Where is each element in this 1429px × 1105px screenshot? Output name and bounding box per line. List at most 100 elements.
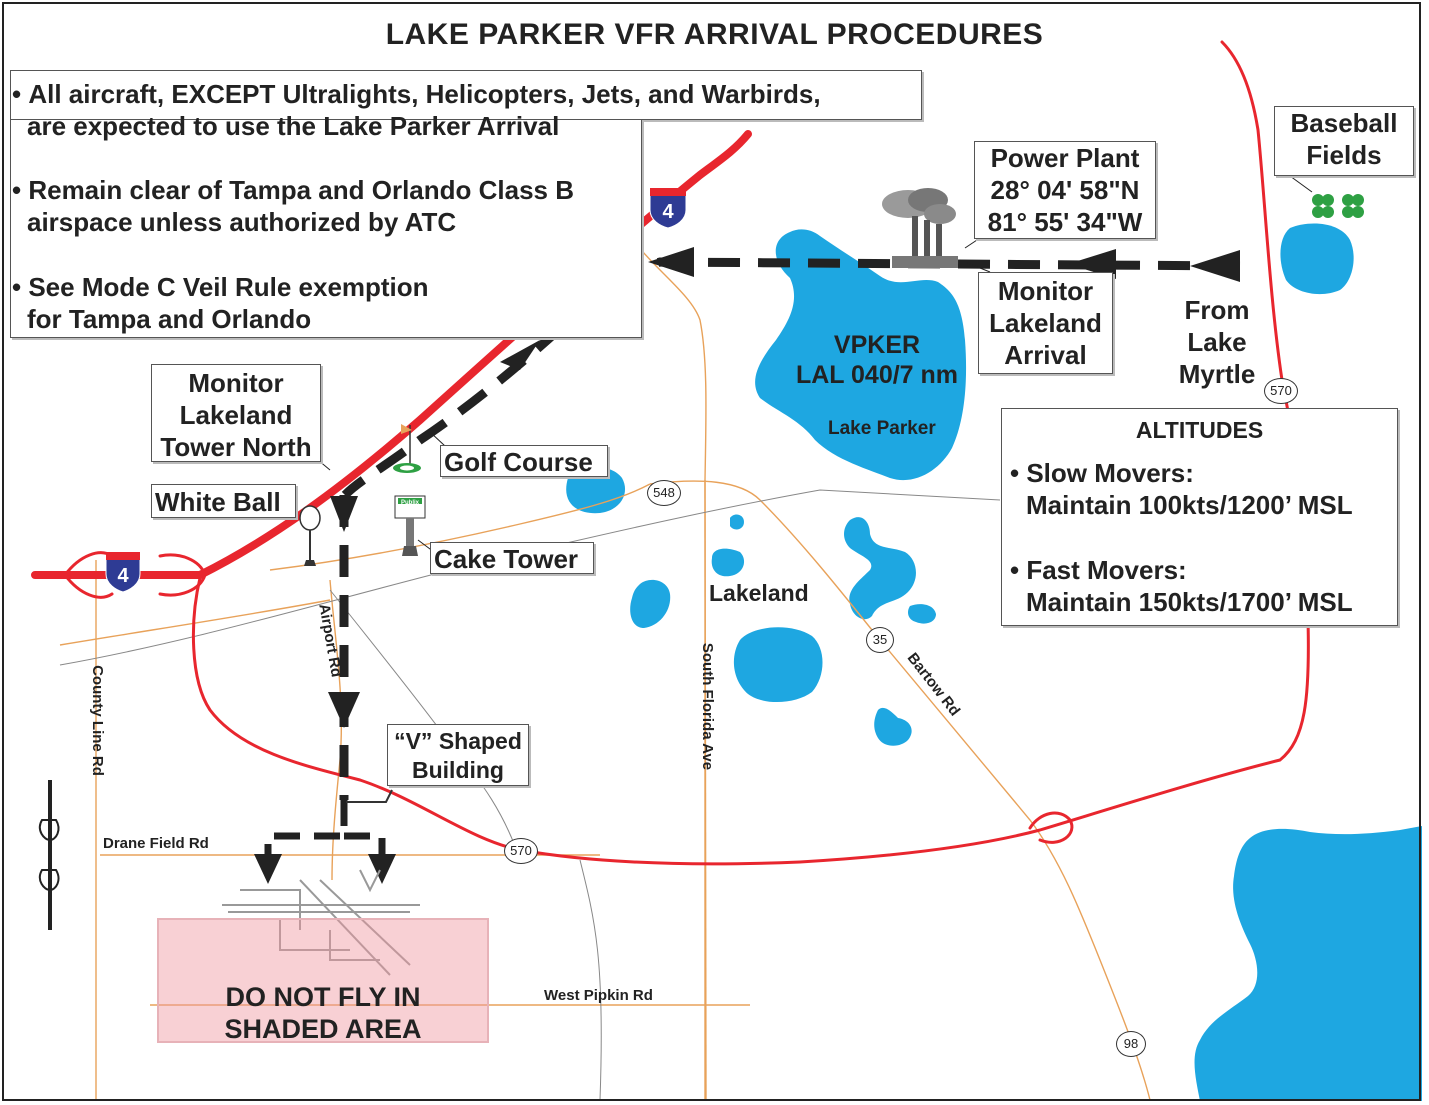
arrow-7 (254, 854, 282, 884)
notes-box-top (10, 70, 922, 120)
pond-golf (566, 467, 626, 514)
power-plant-leader (964, 237, 981, 249)
south-florida-ave (704, 479, 707, 1101)
monitor-arrival-line-2: Lakeland (989, 308, 1102, 338)
pond-bonny-tail (908, 604, 936, 624)
water-bodies (566, 223, 1422, 1101)
sr570-shield-south: 570 (504, 838, 538, 864)
power-plant-lat: 28° 04' 58"N (990, 175, 1140, 205)
note-1-text: All aircraft, EXCEPT Ultralights, Helico… (28, 79, 821, 109)
power-plant-icon (882, 188, 958, 268)
slow-movers-value: Maintain 100kts/1200’ MSL (1026, 490, 1353, 520)
baseball-trees-icon (1312, 194, 1364, 218)
interstate-4 (31, 130, 752, 579)
slow-movers-text: Slow Movers: (1026, 458, 1194, 488)
route-south-cont (264, 800, 386, 860)
white-ball-label: White Ball (151, 484, 296, 518)
sr548-shield: 548 (647, 480, 681, 506)
slow-movers-label: • Slow Movers: (1010, 458, 1194, 488)
airport-diagram-icon (222, 869, 420, 976)
vpker-label: VPKER LAL 040/7 nm (782, 330, 972, 390)
power-plant-name: Power Plant (990, 143, 1140, 173)
us98-shield: 98 (1116, 1031, 1146, 1057)
west-pipkin-road-label: West Pipkin Rd (544, 987, 653, 1004)
monitor-arrival-line-3: Arrival (1004, 340, 1087, 370)
baseball-fields-label: Baseball Fields (1274, 106, 1414, 176)
monitor-arrival-line-1: Monitor (997, 276, 1094, 306)
note-2-line-1: • Remain clear of Tampa and Orlando Clas… (12, 175, 574, 205)
no-fly-zone: DO NOT FLY IN SHADED AREA (157, 918, 489, 1044)
pond-left (630, 579, 671, 628)
v-building-icon (346, 789, 393, 803)
monitor-tower-line-3: Tower North (160, 432, 312, 462)
vpker-name: VPKER (833, 331, 921, 359)
note-3-text: See Mode C Veil Rule exemption (28, 272, 429, 302)
arrow-3 (648, 247, 694, 277)
cake-tower-icon: Publix (394, 495, 426, 556)
v-building-line-1: “V” Shaped (394, 728, 522, 754)
no-fly-line-2: SHADED AREA (224, 1014, 422, 1044)
pond-small-b (711, 548, 745, 577)
golf-leader (429, 431, 446, 447)
pond-bonny (844, 517, 916, 620)
arrow-5 (330, 496, 358, 532)
bartow-road (649, 480, 1151, 1101)
note-1-line-2: are expected to use the Lake Parker Arri… (27, 111, 560, 141)
v-building-label: “V” Shaped Building (387, 724, 529, 786)
note-3-line-1: • See Mode C Veil Rule exemption (12, 272, 429, 302)
baseball-leader (1289, 175, 1313, 193)
route-arrows (254, 247, 1240, 884)
monitor-arrival-label: Monitor Lakeland Arrival (978, 272, 1113, 374)
road-southwest (59, 599, 331, 646)
rail-south (579, 859, 602, 1101)
sr570-shield-north: 570 (1264, 378, 1298, 404)
page-title: LAKE PARKER VFR ARRIVAL PROCEDURES (385, 18, 1044, 51)
lake-hancock (1194, 826, 1422, 1101)
altitudes-heading: ALTITUDES (1135, 417, 1264, 443)
drane-field-road-label: Drane Field Rd (103, 835, 209, 852)
vpker-radial: LAL 040/7 nm (795, 361, 959, 389)
baseball-line-2: Fields (1306, 140, 1382, 170)
sr35-shield: 35 (866, 627, 894, 653)
no-fly-line-1: DO NOT FLY IN (225, 982, 421, 1012)
publix-sign: Publix (401, 500, 420, 506)
golf-course-label: Golf Course (440, 445, 608, 477)
lake-parker-water (755, 229, 967, 481)
airport-road-north (624, 224, 707, 1100)
altitudes-box: ALTITUDES • Slow Movers: Maintain 100kts… (1001, 408, 1398, 626)
note-2-text: Remain clear of Tampa and Orlando Class … (28, 175, 574, 205)
county-line-road-label: County Line Rd (88, 665, 106, 776)
arrow-2 (1068, 249, 1116, 279)
pond-small-a (730, 514, 744, 530)
lake-parker-label: Lake Parker (828, 418, 936, 439)
v-building-line-2: Building (412, 757, 504, 783)
interchange-east (1028, 811, 1074, 844)
i4-shield-label: 4 (662, 201, 674, 223)
white-ball-icon (299, 505, 321, 566)
from-myrtle-line-3: Myrtle (1178, 359, 1256, 389)
notes-box (10, 120, 642, 338)
pond-hollingsworth (733, 627, 823, 703)
cake-tower-label: Cake Tower (430, 542, 594, 574)
note-2-line-2: airspace unless authorized by ATC (27, 207, 457, 237)
monitor-arrival-leader (964, 261, 991, 273)
from-myrtle-line-1: From (1184, 295, 1250, 325)
note-3-line-2: for Tampa and Orlando (27, 304, 312, 334)
power-plant-label: Power Plant 28° 04' 58"N 81° 55' 34"W (974, 141, 1156, 239)
north-arrow-icon (38, 780, 60, 930)
baseball-pond (1280, 223, 1354, 295)
lakeland-label: Lakeland (709, 580, 809, 606)
i4-shield-north: 4 (649, 188, 687, 229)
baseball-line-1: Baseball (1290, 108, 1398, 138)
monitor-tower-north-label: Monitor Lakeland Tower North (151, 364, 321, 462)
road-548 (269, 483, 651, 571)
monitor-tower-line-2: Lakeland (179, 400, 293, 430)
fast-movers-value: Maintain 150kts/1700’ MSL (1026, 587, 1353, 617)
from-lake-myrtle-label: From Lake Myrtle (1160, 294, 1274, 390)
note-1-line-1: • All aircraft, EXCEPT Ultralights, Heli… (12, 79, 821, 109)
arrow-1 (1190, 250, 1240, 282)
i4-interchange-loop (63, 551, 207, 599)
local-roads (59, 224, 1151, 1101)
from-myrtle-line-2: Lake (1187, 327, 1247, 357)
